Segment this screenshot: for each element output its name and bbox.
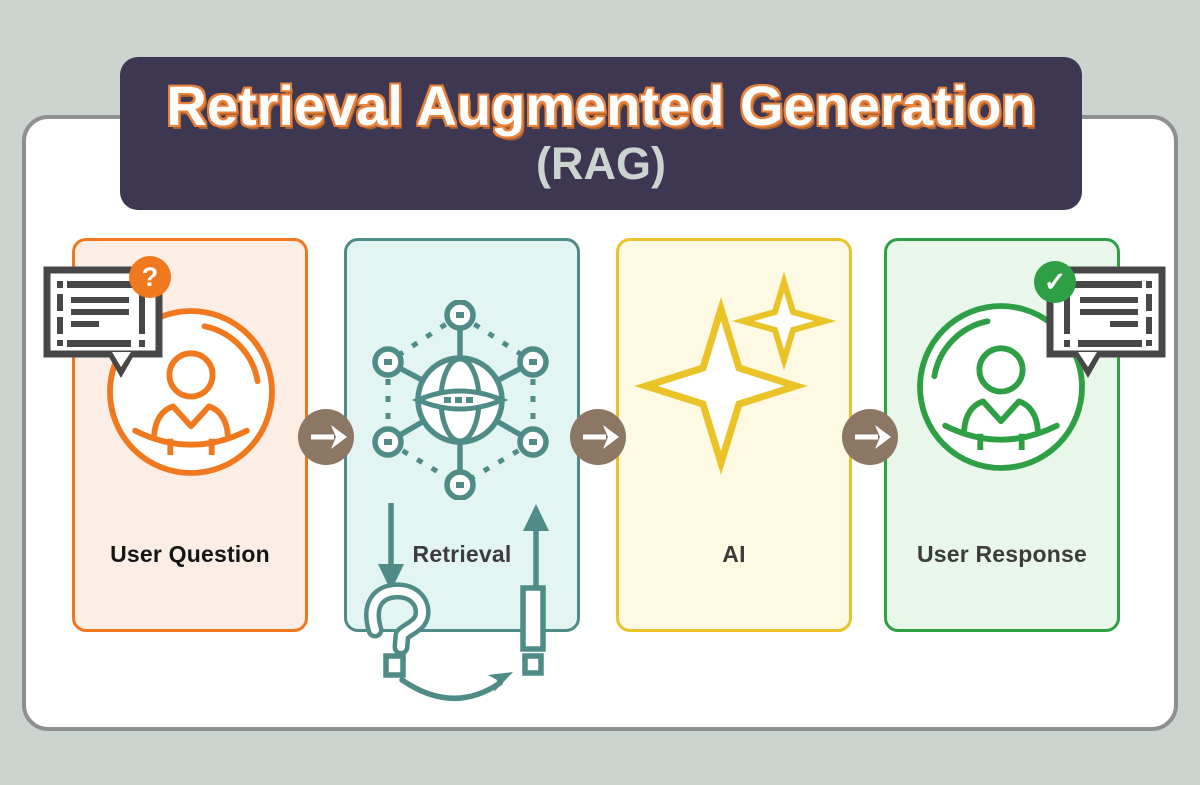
- arrow-right-circle-icon: [570, 409, 626, 465]
- question-badge: ?: [129, 256, 171, 298]
- panel-user-question: ? User Question: [43, 238, 308, 632]
- check-badge: ✓: [1034, 261, 1076, 303]
- title-banner: Retrieval Augmented Generation (RAG): [120, 57, 1082, 210]
- panel-user-response: ✓ User Response: [884, 238, 1166, 632]
- main-title: Retrieval Augmented Generation: [166, 73, 1036, 137]
- arrow-right-circle-icon: [842, 409, 898, 465]
- subtitle: (RAG): [536, 138, 666, 190]
- panel-label-user-question: User Question: [110, 541, 270, 567]
- panel-label-retrieval: Retrieval: [412, 541, 512, 567]
- speech-bubble-icon: [43, 266, 163, 378]
- panel-label-user-response: User Response: [916, 541, 1088, 567]
- panel-retrieval: Retrieval: [344, 238, 580, 701]
- network-globe-icon: [372, 300, 549, 500]
- down-up-arrows: [378, 503, 549, 591]
- person-icon: [917, 303, 1085, 471]
- sparkle-stars-icon: [634, 271, 837, 475]
- panel-ai: AI: [616, 238, 852, 632]
- panel-label-ai: AI: [722, 541, 746, 567]
- question-exclamation-icons: [364, 582, 546, 701]
- arrow-right-circle-icon: [298, 409, 354, 465]
